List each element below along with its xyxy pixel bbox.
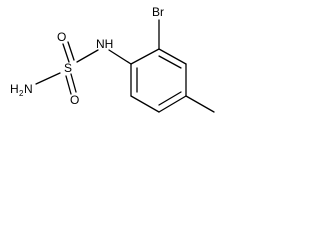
structure-canvas: NH S O O H 2 N Br (0, 0, 234, 131)
bond-s-o-bottom-a (65, 75, 72, 95)
bond-nh-c1 (108, 49, 132, 65)
atom-amine-h: H (10, 82, 19, 96)
ring-bond-c2-c3 (158, 48, 187, 65)
bonds (35, 19, 215, 113)
bond-s-o-top-b (67, 41, 75, 61)
atom-amine-subscript: 2 (19, 89, 24, 98)
bond-s-nh (76, 49, 99, 63)
ring-double-c4-c5 (158, 91, 182, 106)
ring-double-c2-c3 (158, 55, 182, 69)
atom-labels: NH S O O H 2 N Br (10, 5, 164, 107)
atom-nh: NH (96, 37, 113, 51)
bond-s-nh2 (35, 72, 61, 85)
molecule-diagram: NH S O O H 2 N Br (10, 5, 215, 113)
atom-o-bottom: O (70, 93, 79, 107)
bond-s-o-top-a (62, 43, 70, 63)
atom-br: Br (152, 5, 164, 19)
atom-amine-n: N (24, 82, 33, 96)
bond-c4-methyl (185, 95, 215, 113)
ring-bond-c1-c2 (130, 48, 160, 65)
atom-o-top: O (57, 30, 66, 44)
bond-s-o-bottom-b (70, 73, 77, 93)
ring-bond-c5-c6 (130, 95, 160, 113)
ring-bond-c4-c5 (158, 95, 187, 113)
atom-s: S (64, 61, 72, 75)
